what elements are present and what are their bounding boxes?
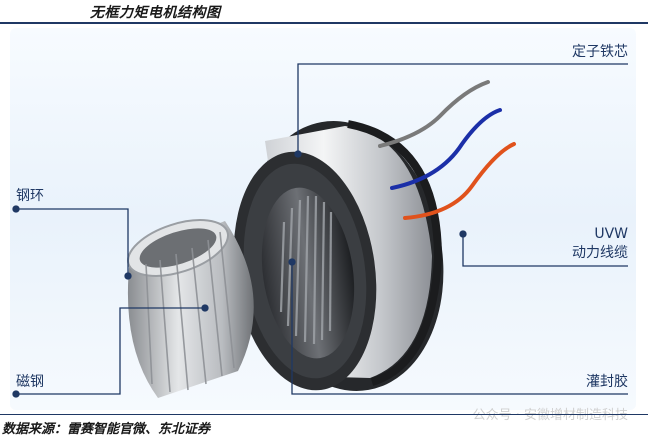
label-magnet-steel: 磁钢 [16, 374, 44, 390]
diagram-panel: 定子铁芯 UVW 动力线缆 灌封胶 钢环 磁钢 [10, 28, 636, 410]
title-rule [0, 22, 648, 24]
label-cable-line1: UVW [594, 226, 628, 242]
leader-lines [12, 63, 628, 398]
label-potting: 灌封胶 [586, 373, 628, 390]
diagram-title: 无框力矩电机结构图 [90, 5, 221, 21]
label-steel-ring: 钢环 [16, 188, 44, 204]
uvw-wires [378, 80, 516, 220]
source-rule [0, 414, 648, 415]
label-stator-core: 定子铁芯 [572, 44, 628, 60]
source-note: 数据来源：雷赛智能官微、东北证券 [2, 422, 211, 437]
watermark: 公众号 · 安徽增材制造科技 [472, 408, 628, 423]
label-cable-line2: 动力线缆 [572, 245, 628, 261]
